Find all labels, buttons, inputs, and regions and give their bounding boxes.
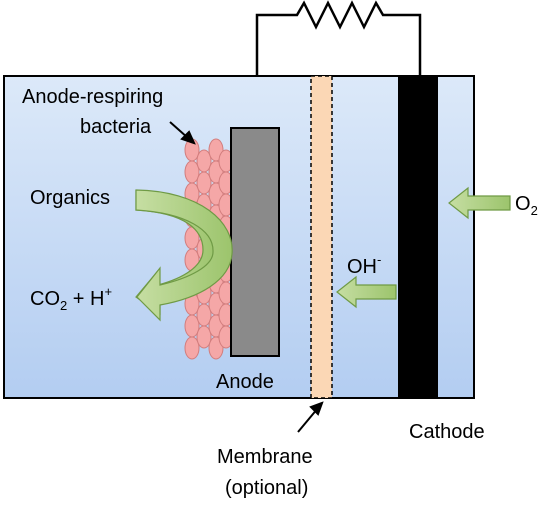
membrane	[310, 75, 333, 399]
oxygen-arrow	[448, 186, 511, 220]
bacterium-cell	[184, 336, 200, 360]
organics-arrow-body	[135, 189, 233, 322]
membrane-pointer-arrow	[297, 401, 324, 433]
bacteria-pointer-arrow	[169, 121, 196, 145]
bacteria-label-line1: Anode-respiring	[22, 86, 163, 108]
anode-electrode	[230, 127, 280, 357]
external-circuit-wire	[255, 0, 422, 128]
hydroxide-arrow	[336, 275, 397, 309]
co2-h-label: CO2 + H+	[30, 284, 112, 313]
cathode-label: Cathode	[409, 421, 485, 443]
oxygen-label: O2	[515, 193, 538, 218]
bacterium-cell	[196, 325, 212, 349]
anode-label: Anode	[216, 371, 274, 393]
membrane-label-line1: Membrane	[217, 446, 313, 468]
cathode-electrode	[398, 76, 438, 398]
organics-label: Organics	[30, 187, 110, 209]
hydroxide-label: OH-	[347, 252, 381, 278]
membrane-label-line2: (optional)	[225, 477, 308, 499]
bacteria-label-line2: bacteria	[80, 116, 152, 138]
